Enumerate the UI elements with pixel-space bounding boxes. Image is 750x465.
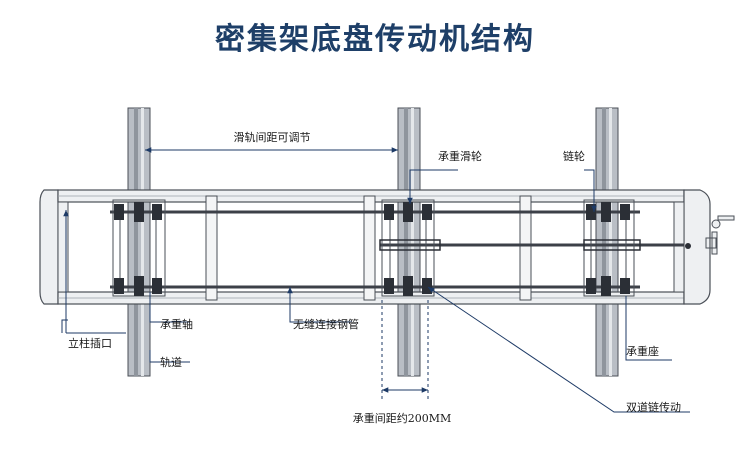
chassis-frame bbox=[39, 189, 711, 305]
bearing-assembly-right bbox=[583, 199, 641, 297]
label-bearing-pulley: 承重滑轮 bbox=[438, 149, 482, 163]
label-bearing-spacing: 承重间距约200MM bbox=[353, 411, 452, 425]
track-right bbox=[595, 107, 619, 377]
dimension-bearing-spacing bbox=[381, 300, 429, 400]
label-seamless-tube: 无缝连接钢管 bbox=[293, 317, 359, 331]
label-column-socket: 立柱插口 bbox=[68, 336, 112, 350]
label-rail-adjustable: 滑轨间距可调节 bbox=[234, 130, 311, 144]
bearing-assembly-left bbox=[112, 199, 166, 297]
track-middle bbox=[397, 107, 421, 377]
axles bbox=[110, 210, 684, 289]
leader-lines bbox=[61, 169, 690, 413]
label-double-chain: 双道链传动 bbox=[626, 400, 681, 414]
label-sprocket: 链轮 bbox=[563, 149, 585, 163]
dimension-rail-spacing: 滑轨间距可调节 bbox=[145, 130, 398, 153]
track-left bbox=[127, 107, 151, 377]
label-bearing-seat: 承重座 bbox=[626, 344, 659, 358]
bearing-assembly-middle bbox=[379, 199, 441, 297]
label-bearing-axle: 承重轴 bbox=[160, 317, 193, 331]
hand-crank-icon bbox=[685, 215, 735, 255]
label-track: 轨道 bbox=[160, 355, 182, 369]
diagram-title: 密集架底盘传动机结构 bbox=[215, 22, 535, 57]
